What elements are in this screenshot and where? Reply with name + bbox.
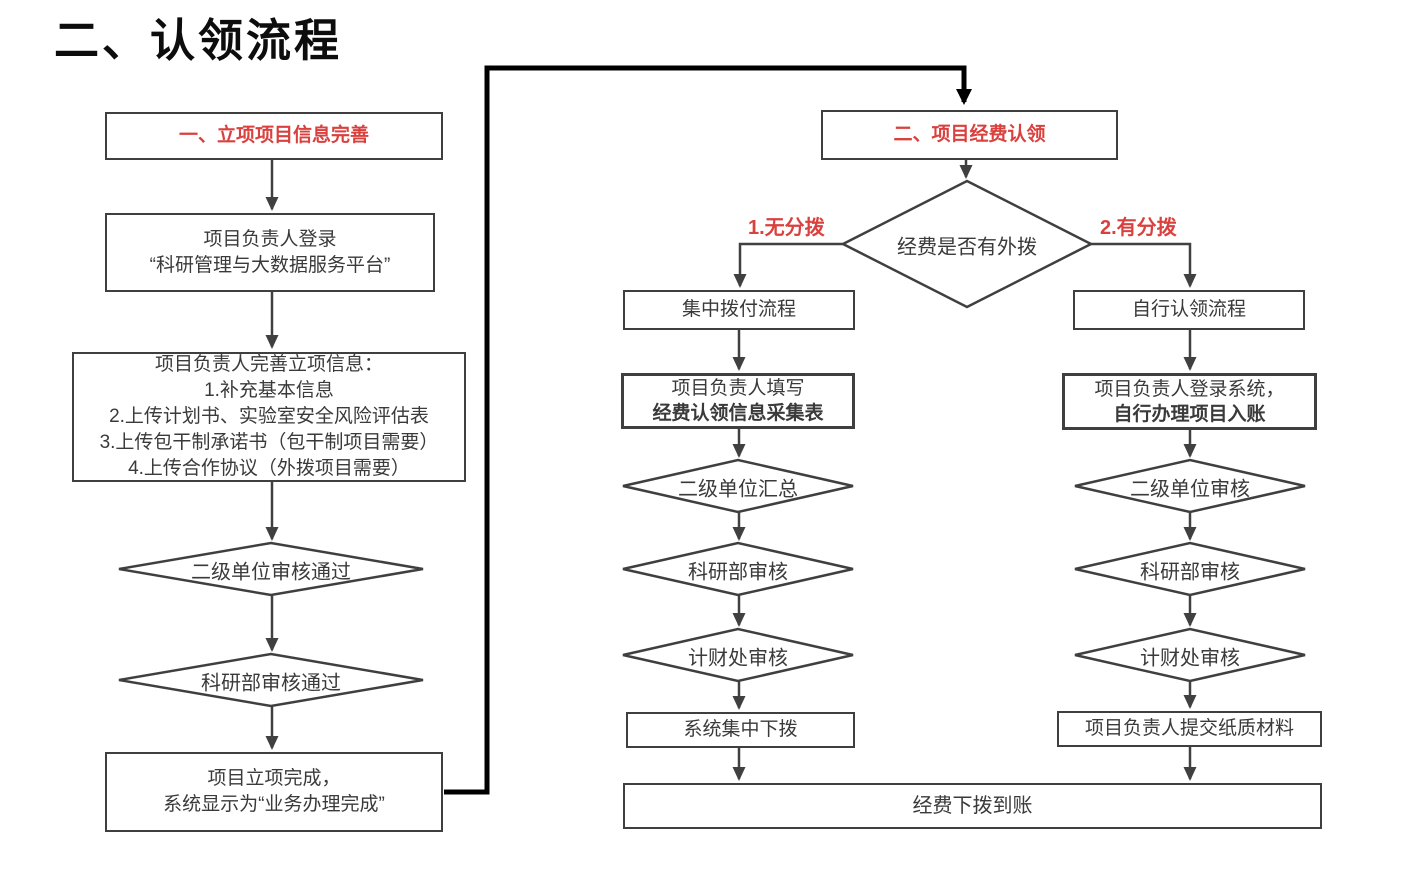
flow1-complete-line3: 2.上传计划书、实验室安全风险评估表 xyxy=(109,406,429,427)
central-unit-summary-label: 二级单位汇总 xyxy=(678,478,798,501)
branch-yes-label: 2.有分拨 xyxy=(1100,217,1177,239)
diamond-unit-review-self xyxy=(1074,458,1306,514)
flow1-unit-review-label: 二级单位审核通过 xyxy=(191,561,351,584)
central-fill-line1: 项目负责人填写 xyxy=(671,378,805,399)
diamond-dept-review-central xyxy=(622,541,854,597)
branch-no-label: 1.无分拨 xyxy=(748,217,825,239)
self-login-box: 项目负责人登录系统， 自行办理项目入账 xyxy=(1062,373,1317,430)
diamond-has-external-funding xyxy=(840,179,1094,309)
flow1-done-line2: 系统显示为“业务办理完成” xyxy=(163,794,385,815)
self-submit-label: 项目负责人提交纸质材料 xyxy=(1084,718,1294,739)
flow1-header-label: 一、立项项目信息完善 xyxy=(178,125,369,146)
self-start-label: 自行认领流程 xyxy=(1131,299,1246,320)
self-finance-review-label: 计财处审核 xyxy=(1140,647,1240,670)
self-login-line2: 自行办理项目入账 xyxy=(1113,403,1266,425)
diamond-unit-review-pass xyxy=(118,541,424,597)
central-dispatch-label: 系统集中下拨 xyxy=(683,719,798,740)
self-unit-review-label: 二级单位审核 xyxy=(1130,478,1250,501)
diamond-unit-summary xyxy=(622,458,854,514)
central-dept-review-label: 科研部审核 xyxy=(688,561,788,584)
branch-yes-arrow xyxy=(1091,242,1197,288)
flow1-login-box: 项目负责人登录 “科研管理与大数据服务平台” xyxy=(105,213,435,292)
branch-no-arrow xyxy=(733,242,843,288)
funds-arrival-box: 经费下拨到账 xyxy=(623,783,1322,829)
flow1-done-line1: 项目立项完成， xyxy=(207,768,341,789)
self-submit-box: 项目负责人提交纸质材料 xyxy=(1057,711,1322,747)
flow2-header-label: 二、项目经费认领 xyxy=(893,124,1046,145)
central-fill-form-box: 项目负责人填写 经费认领信息采集表 xyxy=(621,373,855,429)
central-start-box: 集中拨付流程 xyxy=(623,290,855,330)
central-start-label: 集中拨付流程 xyxy=(681,299,796,320)
flow2-decision-label: 经费是否有外拨 xyxy=(897,236,1037,259)
flow1-login-line2: “科研管理与大数据服务平台” xyxy=(149,254,391,276)
central-dispatch-box: 系统集中下拨 xyxy=(626,712,855,748)
funds-arrival-label: 经费下拨到账 xyxy=(912,795,1033,817)
connector-flow1-to-flow2 xyxy=(444,65,972,795)
central-finance-review-label: 计财处审核 xyxy=(688,647,788,670)
flow-arrows xyxy=(265,160,1197,781)
flow1-header-box: 一、立项项目信息完善 xyxy=(105,112,443,160)
flow1-complete-line4: 3.上传包干制承诺书（包干制项目需要） xyxy=(99,432,439,453)
self-start-box: 自行认领流程 xyxy=(1073,290,1305,330)
diamond-dept-review-self xyxy=(1074,541,1306,597)
diamond-finance-review-self xyxy=(1074,627,1306,683)
diamond-dept-review-pass xyxy=(118,652,424,708)
decision-diamonds xyxy=(118,179,1306,708)
flow1-login-line1: 项目负责人登录 xyxy=(203,228,337,250)
flow1-complete-line2: 1.补充基本信息 xyxy=(204,380,334,401)
flow1-complete-info-box: 项目负责人完善立项信息： 1.补充基本信息 2.上传计划书、实验室安全风险评估表… xyxy=(72,352,466,482)
page-title: 二、认领流程 xyxy=(54,15,343,66)
central-fill-line2: 经费认领信息采集表 xyxy=(652,403,824,424)
self-dept-review-label: 科研部审核 xyxy=(1140,561,1240,584)
flow1-complete-line1: 项目负责人完善立项信息： xyxy=(154,354,383,375)
flow1-done-box: 项目立项完成， 系统显示为“业务办理完成” xyxy=(105,752,443,832)
flow1-complete-line5: 4.上传合作协议（外拨项目需要） xyxy=(128,458,410,479)
diamond-finance-review-central xyxy=(622,627,854,683)
flow1-dept-review-label: 科研部审核通过 xyxy=(201,672,341,695)
flow2-header-box: 二、项目经费认领 xyxy=(821,110,1118,160)
self-login-line1: 项目负责人登录系统， xyxy=(1094,378,1285,400)
